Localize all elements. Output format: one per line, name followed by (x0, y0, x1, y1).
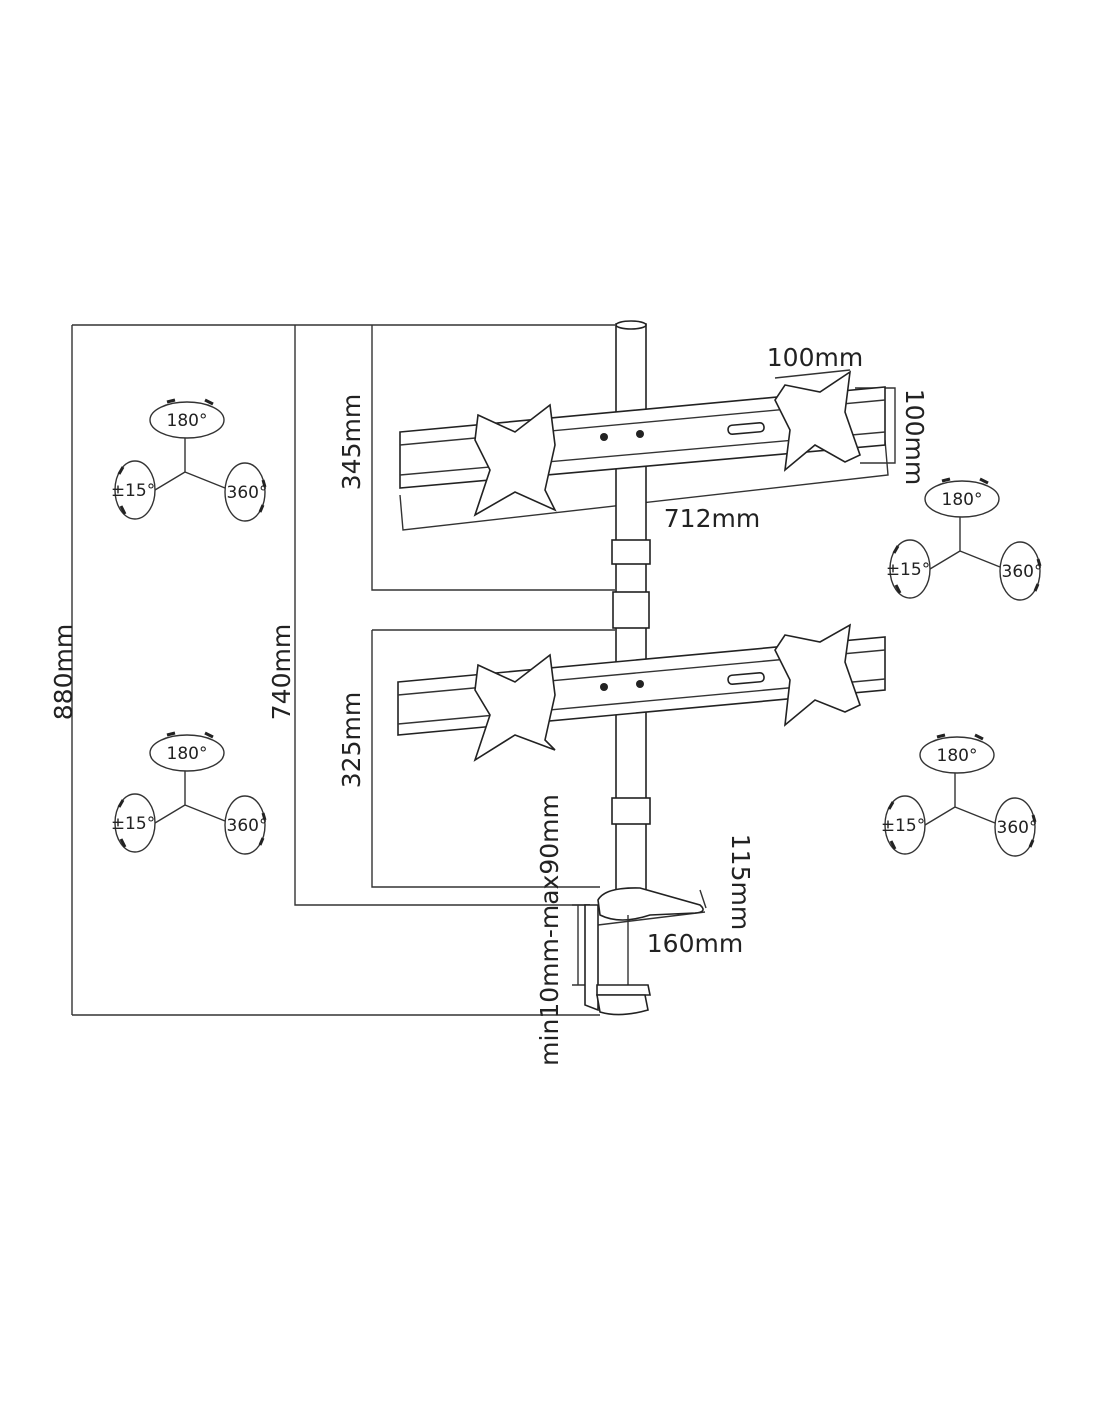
swivel-label: ±15° (886, 560, 930, 580)
clamp-height-label: 115mm (726, 834, 755, 930)
vesa-plate-upper-left (473, 403, 557, 517)
rotation-icons: 180°±15°360°180°±15°360°180°±15°360°180°… (111, 398, 1043, 857)
upper-crossbar (399, 370, 886, 517)
vesa-width-label: 100mm (767, 343, 863, 372)
rotation-icon: 180° ±15° 360° (111, 731, 268, 855)
mid-height-label: 740mm (267, 624, 296, 720)
rotate-label: 360° (227, 483, 268, 503)
vesa-plate-lower-right (774, 623, 861, 727)
rotate-label: 360° (1002, 562, 1043, 582)
pole (611, 320, 651, 895)
lower-crossbar (397, 623, 886, 762)
vesa-plate-lower-left (473, 653, 556, 762)
upper-spacing-label: 345mm (337, 394, 366, 490)
swivel-label: ±15° (111, 481, 155, 501)
rotation-icon: 180° ±15° 360° (111, 398, 268, 522)
rotation-icon: 180° ±15° 360° (886, 477, 1043, 601)
clamp-depth-label: 160mm (647, 929, 743, 958)
dimension-lines (71, 324, 896, 1016)
tilt-label: 180° (942, 490, 983, 510)
tilt-label: 180° (167, 744, 208, 764)
swivel-label: ±15° (881, 816, 925, 836)
vesa-height-label: 100mm (900, 389, 929, 485)
desk-clamp (584, 887, 704, 1016)
rotate-label: 360° (227, 816, 268, 836)
total-height-label: 880mm (49, 624, 78, 720)
swivel-label: ±15° (111, 814, 155, 834)
tilt-label: 180° (937, 746, 978, 766)
rotation-icon: 180° ±15° 360° (881, 733, 1038, 857)
tilt-label: 180° (167, 411, 208, 431)
rotate-label: 360° (997, 818, 1038, 838)
lower-spacing-label: 325mm (337, 692, 366, 788)
vesa-plate-upper-right (774, 370, 861, 472)
bar-width-label: 712mm (664, 504, 760, 533)
desk-thickness-label: min10mm-max90mm (535, 794, 564, 1066)
